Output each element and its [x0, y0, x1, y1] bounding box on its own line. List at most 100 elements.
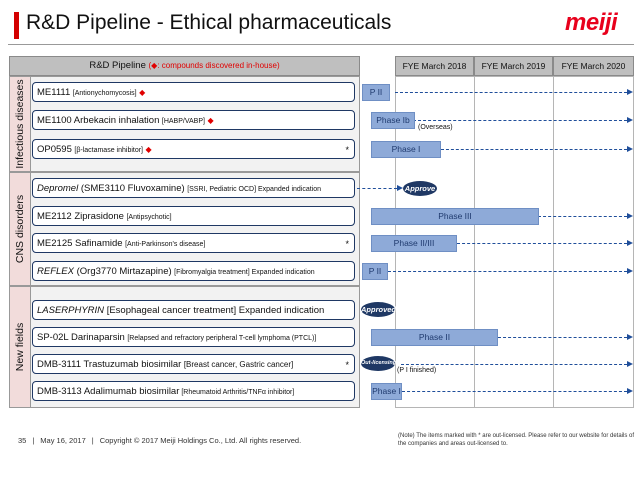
- timeline-arrow: [401, 364, 627, 365]
- timeline-arrow: [413, 120, 627, 121]
- grid-bottom-line: [395, 407, 634, 408]
- category-infectious: Infectious diseases: [9, 76, 31, 172]
- footer-date: May 16, 2017: [40, 436, 86, 445]
- timeline-arrow: [402, 391, 627, 392]
- phase-bar: Phase I: [371, 383, 402, 400]
- drug-row-reflex: REFLEX (Org3770 Mirtazapine) [Fibromyalg…: [32, 261, 355, 281]
- drug-row-depromel: Depromel (SME3110 Fluvoxamine) [SSRI, Pe…: [32, 178, 355, 198]
- title-divider: [8, 44, 634, 45]
- arrow-head-icon: [627, 213, 633, 219]
- diamond-icon: ◆: [139, 88, 146, 97]
- phase-bar: Phase II: [371, 329, 498, 346]
- footer: 35|May 16, 2017|Copyright © 2017 Meiji H…: [18, 436, 302, 445]
- drug-indication: [Anti-Parkinson's disease]: [125, 241, 206, 248]
- drug-name: SP-02L Darinaparsin: [37, 332, 125, 343]
- phase-note: (Overseas): [418, 124, 453, 131]
- arrow-head-icon: [627, 240, 633, 246]
- page-title: R&D Pipeline - Ethical pharmaceuticals: [26, 11, 392, 34]
- drug-note: Expanded indication: [236, 305, 325, 316]
- drug-indication: [Fibromyalgia treatment]: [174, 269, 250, 276]
- category-label: CNS disorders: [14, 194, 26, 264]
- arrow-head-icon: [627, 334, 633, 340]
- grid-line: [553, 76, 554, 408]
- timeline-arrow: [357, 188, 397, 189]
- timeline-arrow: [395, 92, 627, 93]
- diamond-icon: ◆: [151, 61, 158, 70]
- header-note-prefix: (: [148, 61, 152, 70]
- pipeline-header-label: R&D Pipeline: [89, 60, 146, 71]
- drug-brand-name: REFLEX: [37, 266, 74, 277]
- category-label: Infectious diseases: [14, 79, 26, 169]
- year-header-2018: FYE March 2018: [395, 56, 474, 76]
- arrow-head-icon: [627, 117, 633, 123]
- phase-bar: Phase II/III: [371, 235, 457, 252]
- phase-bar: P II: [362, 84, 390, 101]
- drug-brand-name: LASERPHYRIN: [37, 305, 105, 316]
- drug-row-me2125: ME2125 Safinamide [Anti-Parkinson's dise…: [32, 233, 355, 253]
- category-cns: CNS disorders: [9, 172, 31, 286]
- phase-bar: Phase Ib: [371, 112, 415, 129]
- drug-name: ME1100 Arbekacin inhalation: [37, 115, 160, 126]
- drug-brand-name: Depromel: [37, 183, 79, 194]
- phase-bar: Phase III: [371, 208, 539, 225]
- drug-row-me1100: ME1100 Arbekacin inhalation [HABP/VABP] …: [32, 110, 355, 130]
- drug-indication: [Antipsychotic]: [126, 214, 172, 221]
- drug-indication: [Antionychomycosis]: [72, 90, 137, 97]
- timeline-arrow: [498, 337, 627, 338]
- arrow-head-icon: [397, 185, 403, 191]
- timeline-arrow: [538, 216, 627, 217]
- out-licensing-oval: Out-licensing: [361, 356, 396, 371]
- category-label: New fields: [14, 322, 26, 372]
- approved-oval: Approved: [361, 302, 396, 317]
- timeline-arrow: [441, 149, 627, 150]
- approve-oval: Approve: [403, 181, 437, 196]
- drug-row-sp02l: SP-02L Darinaparsin [Relapsed and refrac…: [32, 327, 355, 347]
- drug-indication: [HABP/VABP]: [161, 118, 205, 125]
- drug-row-me1111: ME1111 [Antionychomycosis] ◆: [32, 82, 355, 102]
- category-new-fields: New fields: [9, 286, 31, 408]
- drug-row-laserphyrin: LASERPHYRIN [Esophageal cancer treatment…: [32, 300, 355, 320]
- phase-bar: P II: [362, 263, 388, 280]
- out-licensed-marker: *: [345, 239, 349, 249]
- drug-indication: [Breast cancer, Gastric cancer]: [183, 360, 294, 369]
- phase-note: (P I finished): [397, 367, 437, 374]
- grid-line: [633, 76, 634, 408]
- title-accent-bar: [14, 12, 19, 39]
- drug-name: [Esophageal cancer treatment]: [104, 305, 237, 316]
- arrow-head-icon: [627, 388, 633, 394]
- arrow-head-icon: [627, 361, 633, 367]
- drug-row-op0595: OP0595 [β-lactamase inhibitor] ◆ *: [32, 139, 355, 159]
- arrow-head-icon: [627, 146, 633, 152]
- grid-top-line: [395, 76, 634, 77]
- drug-name: OP0595: [37, 144, 72, 155]
- year-header-2019: FYE March 2019: [474, 56, 553, 76]
- arrow-head-icon: [627, 268, 633, 274]
- year-header-2020: FYE March 2020: [553, 56, 634, 76]
- drug-name: DMB-3111 Trastuzumab biosimilar: [37, 359, 182, 370]
- drug-name: ME2112 Ziprasidone: [37, 211, 124, 222]
- footnote: (Note) The items marked with * are out-l…: [398, 433, 634, 447]
- grid-line: [474, 76, 475, 408]
- drug-name: (Org3770 Mirtazapine): [73, 266, 172, 277]
- drug-row-dmb3113: DMB-3113 Adalimumab biosimilar [Rheumato…: [32, 381, 355, 401]
- out-licensed-marker: *: [345, 145, 349, 155]
- timeline-arrow: [388, 271, 627, 272]
- drug-row-dmb3111: DMB-3111 Trastuzumab biosimilar [Breast …: [32, 354, 355, 374]
- out-licensed-marker: *: [345, 360, 349, 370]
- drug-name: DMB-3113 Adalimumab biosimilar: [37, 386, 180, 397]
- drug-indication: [Rheumatoid Arthritis/TNFα inhibitor]: [179, 389, 295, 396]
- diamond-icon: ◆: [145, 145, 152, 154]
- timeline-arrow: [457, 243, 627, 244]
- pipeline-header: R&D Pipeline (◆: compounds discovered in…: [9, 56, 360, 76]
- drug-indication: [Relapsed and refractory peripheral T-ce…: [127, 335, 317, 342]
- drug-indication: [SSRI, Pediatric OCD]: [187, 186, 257, 193]
- footer-copyright: Copyright © 2017 Meiji Holdings Co., Ltd…: [99, 436, 302, 445]
- drug-row-me2112: ME2112 Ziprasidone [Antipsychotic]: [32, 206, 355, 226]
- drug-note: Expanded indication: [256, 186, 322, 193]
- header-note-text: : compounds discovered in-house): [157, 61, 280, 70]
- page-number: 35: [18, 436, 27, 445]
- drug-name: (SME3110 Fluvoxamine): [78, 183, 185, 194]
- meiji-logo: meiji: [565, 9, 618, 36]
- diamond-icon: ◆: [207, 116, 214, 125]
- drug-name: ME2125 Safinamide: [37, 238, 123, 249]
